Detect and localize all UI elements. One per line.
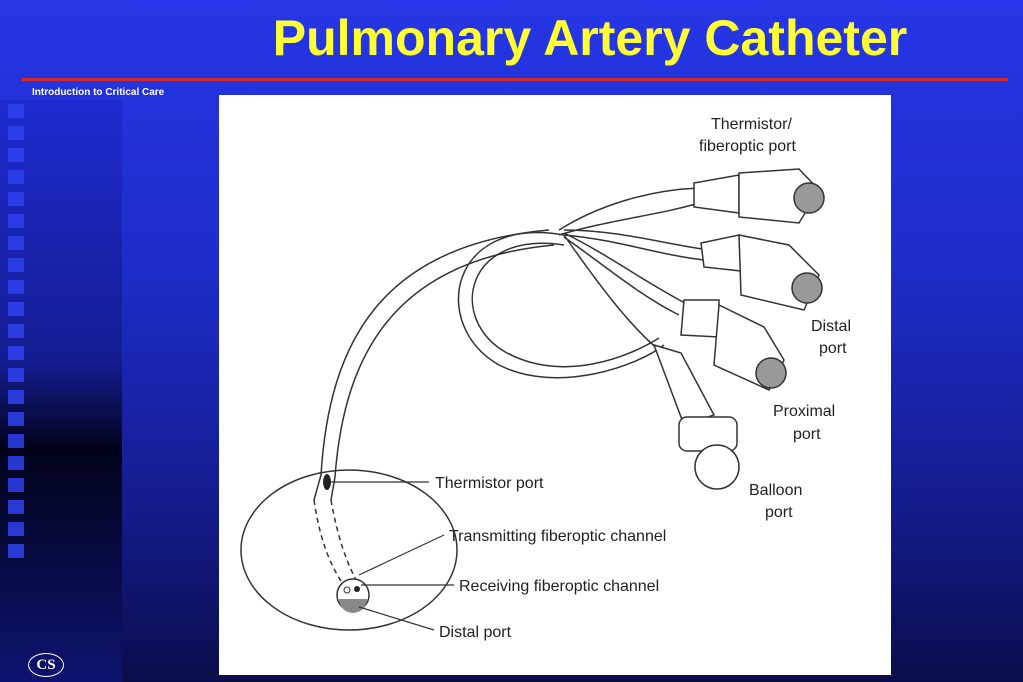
distal-hub — [700, 234, 742, 272]
slide-title: Pulmonary Artery Catheter — [272, 10, 908, 66]
sidebar-squares — [8, 104, 28, 566]
balloon-hub — [652, 343, 716, 426]
label-thermistor-fiberoptic-2: fiberoptic port — [699, 138, 796, 155]
proximal-hub — [680, 299, 720, 338]
label-thermistor-port: Thermistor port — [435, 475, 544, 492]
label-distal-port: Distal port — [439, 624, 512, 641]
label-receiving: Receiving fiberoptic channel — [459, 578, 659, 595]
thermistor-dot — [323, 474, 331, 490]
label-distal-1: Distal — [811, 318, 851, 335]
label-proximal-1: Proximal — [773, 403, 835, 420]
label-balloon-2: port — [765, 504, 793, 521]
diagram-panel: Thermistor/ fiberoptic port Distal port … — [219, 95, 891, 675]
title-rule — [22, 78, 1008, 81]
label-balloon-1: Balloon — [749, 482, 802, 499]
slide-subtitle: Introduction to Critical Care — [32, 87, 165, 98]
label-distal-2: port — [819, 340, 847, 357]
thermistor-hub — [693, 174, 740, 214]
cs-logo: CS — [28, 653, 64, 677]
catheter-tip-loop — [240, 469, 458, 631]
catheter-diagram: Thermistor/ fiberoptic port Distal port … — [240, 116, 851, 641]
label-proximal-2: port — [793, 426, 821, 443]
catheter-loop — [457, 232, 665, 379]
label-thermistor-fiberoptic-1: Thermistor/ — [711, 116, 792, 133]
label-transmitting: Transmitting fiberoptic channel — [449, 528, 666, 545]
catheter-tube — [320, 229, 550, 476]
